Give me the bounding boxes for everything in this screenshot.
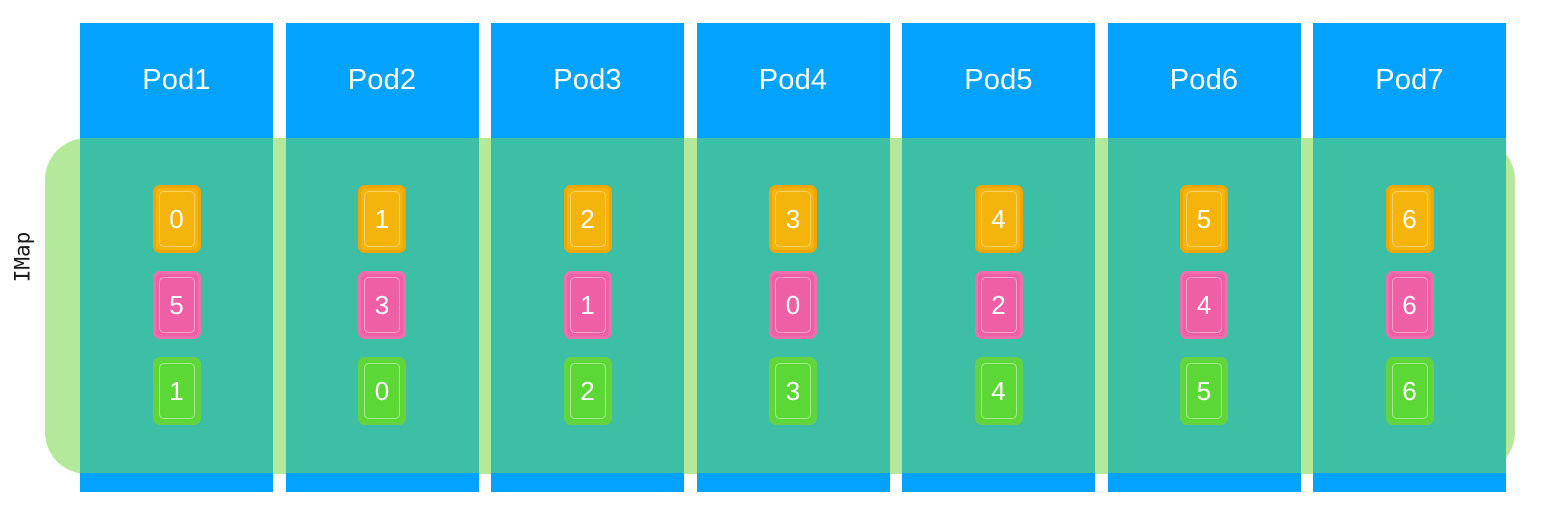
pod-header[interactable]: Pod5 <box>902 23 1095 138</box>
pod-body: 2 1 2 <box>491 138 684 473</box>
entry-card[interactable]: 1 <box>563 271 612 339</box>
entry-card[interactable]: 5 <box>1180 357 1228 425</box>
entry-card[interactable]: 6 <box>1385 357 1434 425</box>
entry-card[interactable]: 4 <box>974 357 1023 425</box>
entry-card-value: 2 <box>991 290 1006 320</box>
pod-footer <box>1313 473 1506 492</box>
entry-card-value: 4 <box>1196 290 1212 320</box>
pod-header[interactable]: Pod1 <box>80 23 273 138</box>
entry-card-value: 6 <box>1402 290 1417 320</box>
entry-card-value: 5 <box>1196 376 1212 406</box>
entry-card[interactable]: 6 <box>1385 271 1434 339</box>
entry-card-value: 5 <box>169 290 184 320</box>
pod-header[interactable]: Pod2 <box>285 23 479 138</box>
entry-card[interactable]: 4 <box>974 185 1023 253</box>
pod-footer <box>1107 473 1301 492</box>
pod-body: 5 4 5 <box>1107 138 1301 473</box>
pod-header[interactable]: Pod6 <box>1107 23 1301 138</box>
entry-card[interactable]: 5 <box>1180 185 1228 253</box>
pod-column[interactable]: Pod4 3 0 3 <box>696 23 890 492</box>
pod-column[interactable]: Pod7 6 6 6 <box>1313 23 1506 492</box>
pod-column[interactable]: Pod1 0 5 1 <box>80 23 273 492</box>
entry-card-value: 3 <box>374 290 390 320</box>
entry-card[interactable]: 5 <box>152 271 201 339</box>
entry-card[interactable]: 3 <box>358 271 406 339</box>
entry-card-value: 3 <box>785 376 801 406</box>
entry-card[interactable]: 0 <box>152 185 201 253</box>
entry-card[interactable]: 0 <box>769 271 817 339</box>
pod-header-label: Pod1 <box>142 64 211 96</box>
entry-card-value: 4 <box>991 204 1006 234</box>
entry-card-value: 6 <box>1402 376 1417 406</box>
entry-card[interactable]: 2 <box>563 185 612 253</box>
entry-card-value: 1 <box>374 204 390 234</box>
pod-column[interactable]: Pod3 2 1 2 <box>491 23 684 492</box>
entry-card[interactable]: 6 <box>1385 185 1434 253</box>
pod-column[interactable]: Pod5 4 2 4 <box>902 23 1095 492</box>
pod-header-label: Pod7 <box>1375 64 1444 96</box>
pod-header-label: Pod2 <box>347 64 417 96</box>
pod-footer <box>285 473 479 492</box>
entry-card-value: 2 <box>580 204 595 234</box>
pod-column[interactable]: Pod6 5 4 5 <box>1107 23 1301 492</box>
entry-card-value: 1 <box>169 376 184 406</box>
pod-header[interactable]: Pod3 <box>491 23 684 138</box>
entry-card-value: 4 <box>991 376 1006 406</box>
pod-header[interactable]: Pod7 <box>1313 23 1506 138</box>
pod-header-label: Pod6 <box>1169 64 1239 96</box>
entry-card-value: 1 <box>580 290 595 320</box>
entry-card[interactable]: 0 <box>358 357 406 425</box>
pod-footer <box>902 473 1095 492</box>
pod-body: 0 5 1 <box>80 138 273 473</box>
entry-card-value: 3 <box>785 204 801 234</box>
entry-card[interactable]: 3 <box>769 185 817 253</box>
pod-column[interactable]: Pod2 1 3 0 <box>285 23 479 492</box>
entry-card[interactable]: 2 <box>563 357 612 425</box>
entry-card[interactable]: 4 <box>1180 271 1228 339</box>
entry-card-value: 2 <box>580 376 595 406</box>
entry-card[interactable]: 2 <box>974 271 1023 339</box>
pod-footer <box>491 473 684 492</box>
entry-card[interactable]: 1 <box>358 185 406 253</box>
pod-body: 1 3 0 <box>285 138 479 473</box>
entry-card-value: 0 <box>785 290 801 320</box>
pod-header-label: Pod4 <box>758 64 828 96</box>
pod-body: 3 0 3 <box>696 138 890 473</box>
pod-footer <box>80 473 273 492</box>
entry-card-value: 0 <box>374 376 390 406</box>
pod-header-label: Pod5 <box>964 64 1033 96</box>
pod-header-label: Pod3 <box>553 64 622 96</box>
pod-body: 4 2 4 <box>902 138 1095 473</box>
pod-header[interactable]: Pod4 <box>696 23 890 138</box>
entry-card-value: 0 <box>169 204 184 234</box>
entry-card-value: 5 <box>1196 204 1212 234</box>
entry-card[interactable]: 3 <box>769 357 817 425</box>
pod-footer <box>696 473 890 492</box>
entry-card[interactable]: 1 <box>152 357 201 425</box>
entry-card-value: 6 <box>1402 204 1417 234</box>
pod-body: 6 6 6 <box>1313 138 1506 473</box>
